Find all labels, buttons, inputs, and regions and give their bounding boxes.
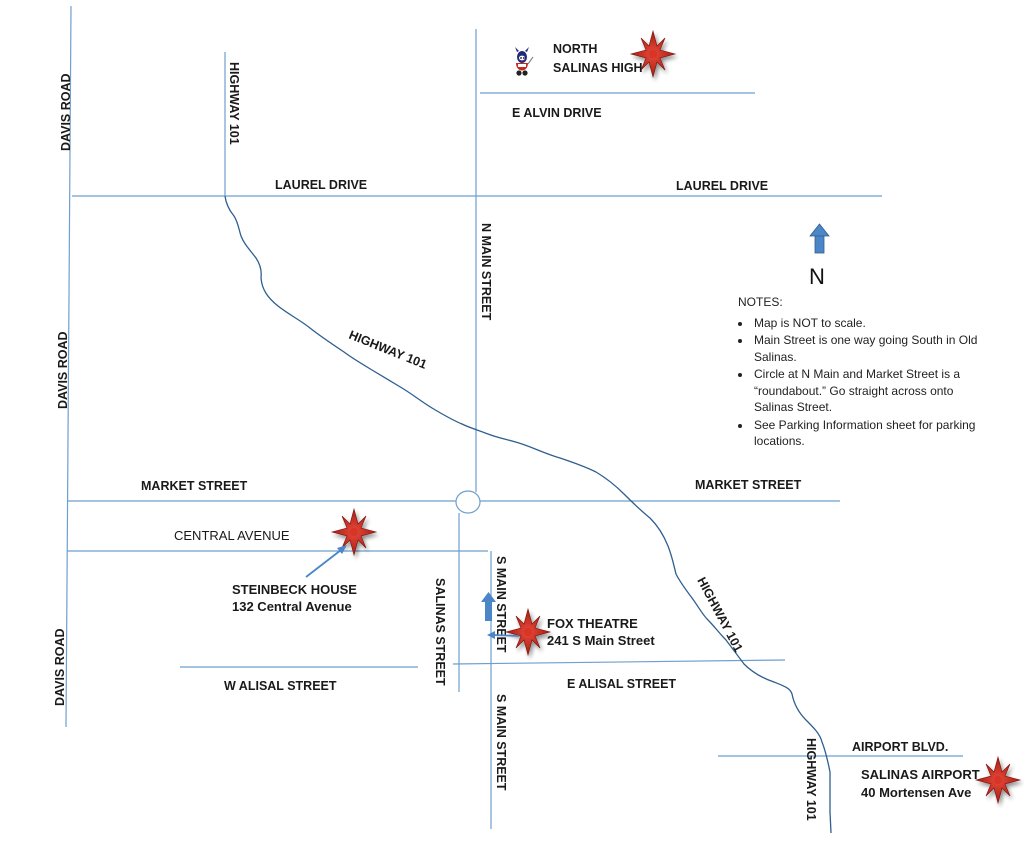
central-avenue-label: CENTRAL AVENUE [174,528,290,543]
star-marker-icon [975,756,1021,804]
north-salinas-high-marker[interactable]: NORTH SALINAS HIGH [515,30,676,78]
w-alisal-street-label: W ALISAL STREET [224,679,337,693]
notes-item: Map is NOT to scale. [752,315,978,332]
north-salinas-high-label-line2: SALINAS HIGH [553,61,643,75]
e-alisal-street-line [452,659,786,665]
pointer-arrow-icon [305,545,347,578]
notes-item: Main Street is one way going South in Ol… [752,332,978,365]
notes-list: Map is NOT to scale. Main Street is one … [738,315,978,450]
highway-101-label-south: HIGHWAY 101 [694,575,745,655]
north-salinas-high-label-line1: NORTH [553,42,597,56]
roundabout [455,490,481,514]
davis-road-label-top: DAVIS ROAD [59,73,73,151]
pointer-arrow-icon [487,631,520,639]
salinas-street-label: SALINAS STREET [433,578,447,686]
highway-101-path [224,195,832,834]
notes-heading: NOTES: [738,295,783,309]
one-way-south-arrow-icon [481,592,496,621]
fox-theatre-marker[interactable]: FOX THEATRE 241 S Main Street [481,592,655,656]
davis-road-label-bottom: DAVIS ROAD [53,628,67,706]
salinas-airport-label-line2: 40 Mortensen Ave [861,785,971,800]
star-marker-icon [505,608,551,656]
e-alisal-street-label: E ALISAL STREET [567,677,676,691]
n-main-street-label: N MAIN STREET [479,223,493,321]
e-alvin-drive-label: E ALVIN DRIVE [512,106,602,120]
notes-item: See Parking Information sheet for parkin… [752,417,978,450]
steinbeck-house-label-line2: 132 Central Avenue [232,599,352,614]
steinbeck-house-label-line1: STEINBECK HOUSE [232,582,357,597]
fox-theatre-label-line1: FOX THEATRE [547,616,638,631]
highway-101-label-north: HIGHWAY 101 [227,62,241,145]
highway-101-label-middle: HIGHWAY 101 [347,328,429,372]
salinas-airport-label-line1: SALINAS AIRPORT [861,767,980,782]
notes-item: Circle at N Main and Market Street is a … [752,366,978,416]
fox-theatre-label-line2: 241 S Main Street [547,633,655,648]
north-arrow-icon [809,223,830,254]
highway-101-label-airport: HIGHWAY 101 [804,738,818,821]
school-mascot-icon [515,47,534,76]
salinas-airport-marker[interactable]: SALINAS AIRPORT 40 Mortensen Ave [861,756,1021,804]
road-network [65,5,963,829]
laurel-drive-label-east: LAUREL DRIVE [676,179,768,193]
market-street-label-east: MARKET STREET [695,478,802,492]
davis-road-line [65,5,72,728]
notes-panel: NOTES: Map is NOT to scale. Main Street … [738,294,978,451]
davis-road-label-middle: DAVIS ROAD [56,331,70,409]
steinbeck-house-marker[interactable]: STEINBECK HOUSE 132 Central Avenue [232,508,377,614]
market-street-label-west: MARKET STREET [141,479,248,493]
s-main-street-label-north: S MAIN STREET [494,556,508,653]
north-indicator-label: N [809,264,825,289]
airport-blvd-label: AIRPORT BLVD. [852,740,948,754]
s-main-street-label-south: S MAIN STREET [494,694,508,791]
laurel-drive-label-west: LAUREL DRIVE [275,178,367,192]
